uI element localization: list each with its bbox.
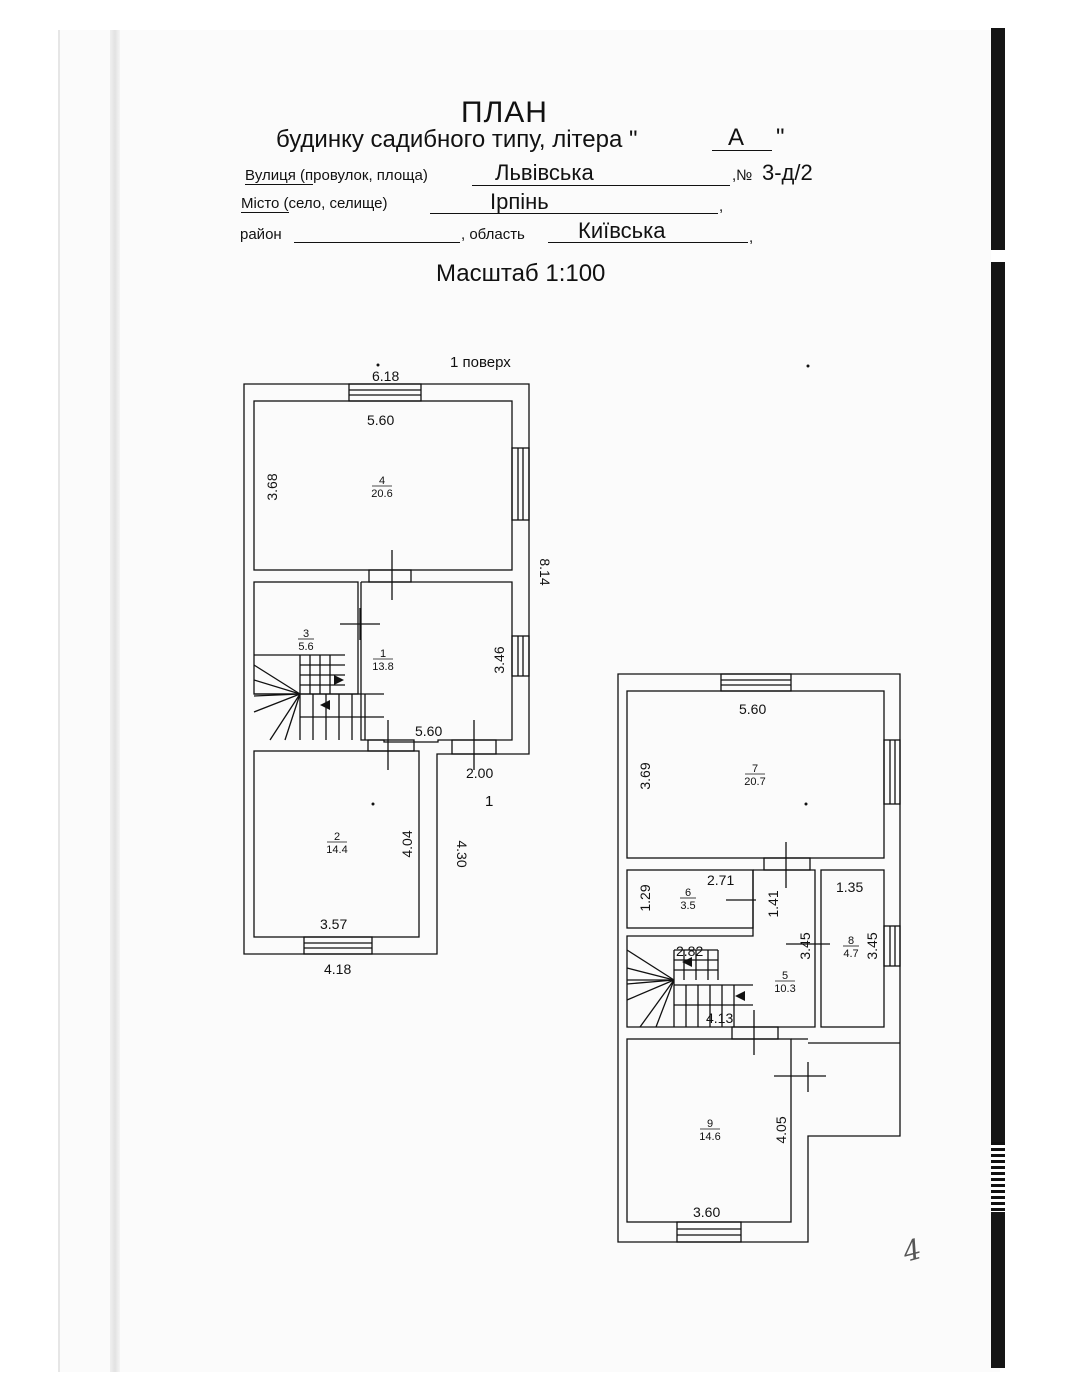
dim-room6-height: 1.29: [637, 884, 653, 911]
room-number: 3: [303, 628, 309, 640]
region-end: ,: [749, 229, 754, 246]
window: [511, 635, 530, 677]
room-label-7: 720.7: [744, 763, 765, 788]
scale-label: Масштаб 1:100: [436, 260, 606, 287]
scan-edge-gap: [991, 250, 1005, 262]
room-label-6: 63.5: [680, 887, 696, 912]
street-label-underline: [245, 184, 313, 185]
dim-room4-height: 3.68: [264, 473, 280, 500]
street-underline: [472, 185, 730, 186]
dim-room6-width: 2.71: [707, 872, 734, 888]
porch-mark: 1: [485, 793, 493, 810]
room-label-3: 35.6: [298, 628, 314, 653]
room-number: 6: [685, 887, 691, 899]
binding-spine: [110, 30, 120, 1372]
room-number: 1: [380, 648, 386, 660]
region-underline: [548, 242, 748, 243]
subtitle-end: ": [776, 124, 785, 151]
dim-porch-width: 2.00: [466, 765, 493, 781]
dim-room8-height: 3.45: [864, 932, 880, 959]
floor2-outer-wall: [617, 673, 901, 1243]
dim-room2-width: 3.57: [320, 916, 347, 932]
dim-room9-width: 3.60: [693, 1204, 720, 1220]
dim-overall-height: 8.14: [537, 558, 553, 585]
window: [720, 673, 792, 692]
region-label: , область: [461, 226, 525, 243]
room-number: 5: [782, 970, 788, 982]
room-label-2: 214.4: [326, 831, 347, 856]
litera-value: А: [728, 124, 745, 151]
room-area: 4.7: [843, 948, 858, 960]
room-area: 20.6: [371, 488, 392, 500]
dim-corridor-height: 1.41: [765, 890, 781, 917]
page-title: ПЛАН: [461, 96, 548, 129]
city-underline: [430, 213, 718, 214]
dim-room8-width: 1.35: [836, 879, 863, 895]
room-label-4: 420.6: [371, 475, 392, 500]
dim-room2-outer-height: 4.30: [454, 840, 470, 867]
floor1-label: 1 поверх: [450, 354, 511, 371]
dim-top-outer: 6.18: [372, 368, 399, 384]
number-label: ,№: [732, 167, 753, 184]
window: [883, 739, 901, 805]
district-underline: [294, 242, 460, 243]
room-label-8: 84.7: [843, 935, 859, 960]
city-label-underline: [241, 212, 289, 213]
dim-room7-width: 5.60: [739, 701, 766, 717]
dim-room5-width: 4.13: [706, 1010, 733, 1026]
dim-room5-height: 3.45: [797, 932, 813, 959]
city-label: Місто (село, селище): [241, 195, 388, 212]
room-label-1: 113.8: [372, 648, 393, 673]
dim-room7-height: 3.69: [637, 762, 653, 789]
street-value: Львівська: [495, 160, 594, 185]
door: [368, 569, 412, 583]
room-area: 10.3: [774, 983, 795, 995]
door: [731, 1026, 779, 1040]
city-end: ,: [719, 198, 724, 215]
street-label: Вулиця (провулок, площа): [245, 167, 428, 184]
room5-outline: [626, 869, 816, 1028]
litera-underline: [712, 150, 772, 151]
scan-edge-stripes: [991, 1142, 1005, 1212]
page-subtitle: будинку садибного типу, літера ": [276, 126, 638, 153]
city-value: Ірпінь: [490, 189, 549, 214]
floor1-outer-wall: [243, 383, 530, 955]
room-area: 5.6: [298, 641, 313, 653]
dim-bottom-outer: 4.18: [324, 961, 351, 977]
dim-room4-width: 5.60: [367, 412, 394, 428]
dim-stair-width: 2.82: [676, 943, 703, 959]
district-label: район: [240, 226, 282, 243]
dim-room1-height: 3.46: [491, 646, 507, 673]
region-value: Київська: [578, 218, 666, 243]
dim-room2-height: 4.04: [399, 830, 415, 857]
window: [883, 925, 901, 967]
room-number: 7: [752, 763, 758, 775]
room-area: 3.5: [680, 900, 695, 912]
door: [367, 739, 415, 752]
window: [676, 1221, 742, 1243]
room-number: 8: [848, 935, 854, 947]
window: [303, 936, 373, 955]
room-area: 20.7: [744, 776, 765, 788]
room-number: 2: [334, 831, 340, 843]
scan-edge: [991, 28, 1005, 1368]
stairs-floor2: [626, 949, 753, 1028]
number-value: 3-д/2: [762, 160, 813, 185]
room-area: 14.6: [699, 1131, 720, 1143]
room-label-5: 510.3: [774, 970, 795, 995]
window: [348, 383, 422, 402]
dim-room9-height: 4.05: [773, 1116, 789, 1143]
room-number: 4: [379, 475, 385, 487]
page-mark: 4: [898, 1232, 925, 1269]
door: [763, 857, 811, 871]
room-number: 9: [707, 1118, 713, 1130]
window: [511, 447, 530, 521]
room-area: 13.8: [372, 661, 393, 673]
stairs-floor1: [253, 654, 384, 741]
dim-room1-width: 5.60: [415, 723, 442, 739]
room-area: 14.4: [326, 844, 347, 856]
room-label-9: 914.6: [699, 1118, 720, 1143]
